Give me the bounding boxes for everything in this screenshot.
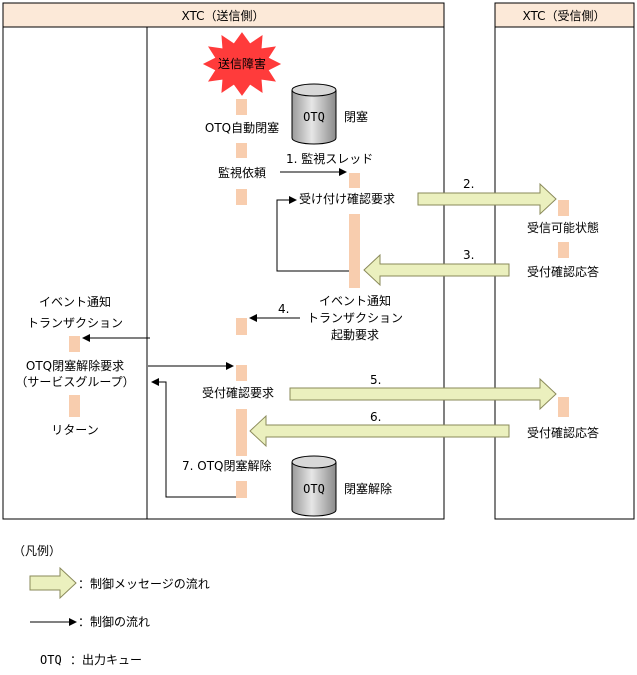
legend-otq-key: OTQ <box>40 653 62 667</box>
event-tx-line: トランザクション <box>27 316 123 330</box>
legend: （凡例） ：制御メッセージの流れ ：制御の流れ OTQ ：出力キュー <box>13 544 210 667</box>
activation-box <box>236 365 247 381</box>
activation-box <box>236 143 247 158</box>
control-arrow <box>276 196 349 272</box>
legend-title: （凡例） <box>13 544 61 558</box>
receiver-header <box>494 2 635 28</box>
receipt-reply-label: 受付確認応答 <box>527 425 599 440</box>
activation-box <box>236 189 247 205</box>
step1-label: 1. 監視スレッド <box>286 151 373 166</box>
event-notify-line: トランザクション <box>307 311 403 325</box>
message-arrow-6 <box>249 414 510 448</box>
legend-message-label: ：制御メッセージの流れ <box>78 576 210 591</box>
message-arrows <box>249 182 557 448</box>
step-number: 2. <box>463 177 474 191</box>
left-labels: イベント通知 トランザクション OTQ閉塞解除要求 （サービスグループ） リター… <box>15 295 134 437</box>
step7-label: 7. OTQ閉塞解除 <box>182 458 272 473</box>
step-number: 5. <box>370 373 381 387</box>
legend-control-label: ：制御の流れ <box>78 614 150 629</box>
left-activations <box>69 336 80 417</box>
event-notify-line: イベント通知 <box>319 294 391 308</box>
legend-otq-desc: ：出力キュー <box>70 653 142 667</box>
receiver-activations <box>558 200 569 417</box>
otq-queue-top: OTQ 閉塞 <box>291 83 368 145</box>
ready-state-label: 受信可能状態 <box>527 220 599 235</box>
event-notify-line: 起動要求 <box>331 328 379 342</box>
event-tx-line: イベント通知 <box>39 295 111 309</box>
step-numbers: 2. 3. 5. 6. <box>370 177 474 424</box>
sender-activations <box>236 99 360 498</box>
message-arrow-2 <box>417 182 557 216</box>
receiver-labels: 受信可能状態 受付確認応答 受付確認応答 <box>527 220 599 440</box>
legend-message-arrow <box>29 566 77 600</box>
activation-box <box>349 214 360 288</box>
receipt-reply-label: 受付確認応答 <box>527 264 599 279</box>
activation-box <box>69 336 80 352</box>
queue-name: OTQ <box>303 110 325 124</box>
sender-labels: OTQ自動閉塞 監視依頼 1. 監視スレッド 受け付け確認要求 イベント通知 ト… <box>182 120 403 473</box>
activation-box <box>236 99 247 115</box>
control-flow-arrows <box>82 168 349 498</box>
activation-box <box>236 318 247 335</box>
activation-box <box>236 481 247 498</box>
activation-box <box>558 200 569 216</box>
activation-box <box>349 173 360 188</box>
unblock-request-line: （サービスグループ） <box>15 375 134 389</box>
otq-queue-bottom: OTQ 閉塞解除 <box>291 455 392 517</box>
otq-auto-block-label: OTQ自動閉塞 <box>205 120 279 135</box>
receiver-title: XTC（受信側） <box>522 9 605 23</box>
burst-label: 送信障害 <box>218 56 266 71</box>
activation-box <box>558 242 569 258</box>
unblock-request-line: OTQ閉塞解除要求 <box>26 358 124 373</box>
step4-label: 4. <box>278 302 289 316</box>
queue-status: 閉塞解除 <box>344 481 392 496</box>
sender-header <box>2 2 445 28</box>
step-number: 6. <box>370 410 381 424</box>
accept-confirm-request-label: 受け付け確認要求 <box>299 191 395 206</box>
queue-name: OTQ <box>303 482 325 496</box>
receiver-panel: XTC（受信側） <box>494 2 635 520</box>
receipt-confirm-request-label: 受付確認要求 <box>202 385 274 400</box>
message-arrow-5 <box>289 377 557 411</box>
activation-box <box>558 397 569 417</box>
activation-box <box>69 395 80 417</box>
step-number: 3. <box>463 248 474 262</box>
control-arrow <box>151 378 236 498</box>
message-arrow-3 <box>363 253 510 287</box>
sender-title: XTC（送信側） <box>181 8 264 23</box>
return-label: リターン <box>51 423 98 437</box>
activation-box <box>236 409 247 456</box>
queue-status: 閉塞 <box>344 109 368 124</box>
send-failure-burst: 送信障害 <box>202 32 282 96</box>
monitor-request-label: 監視依頼 <box>218 165 266 180</box>
